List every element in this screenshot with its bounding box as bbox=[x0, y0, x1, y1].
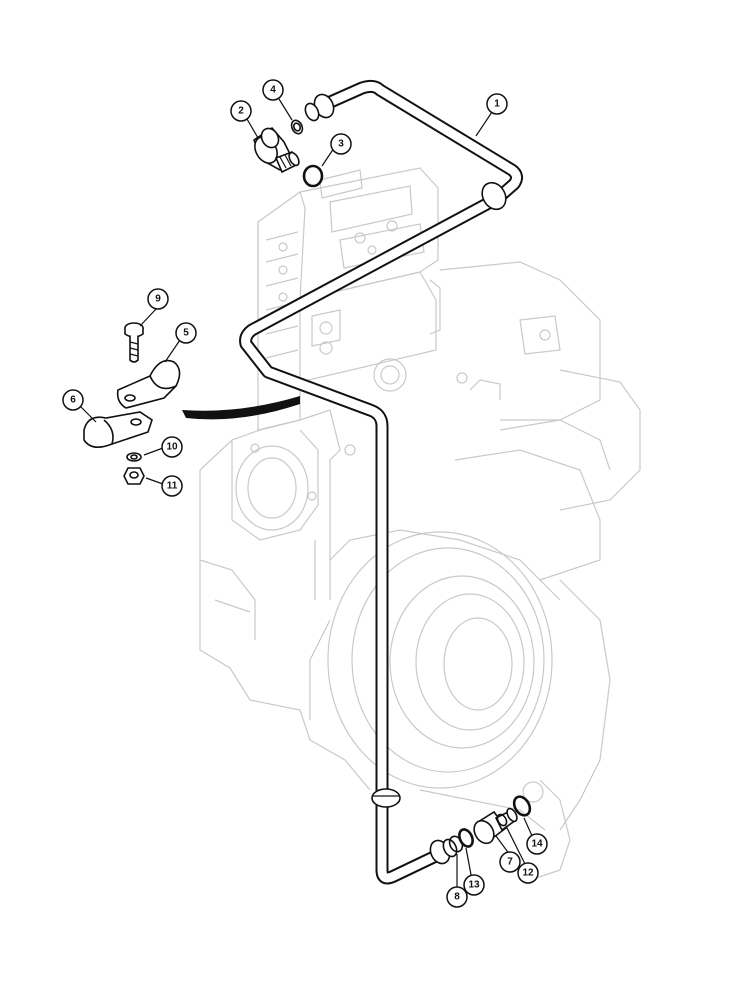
callout-13: 13 bbox=[463, 874, 485, 896]
callout-10: 10 bbox=[161, 436, 183, 458]
callout-11: 11 bbox=[161, 475, 183, 497]
callout-12: 12 bbox=[517, 862, 539, 884]
o-ring-item-3 bbox=[302, 164, 324, 188]
callout-9-label: 9 bbox=[155, 294, 161, 305]
callout-13-label: 13 bbox=[468, 880, 480, 891]
nut-item-11 bbox=[123, 467, 145, 485]
seal-item-12 bbox=[496, 813, 508, 827]
callout-5-label: 5 bbox=[183, 328, 189, 339]
callout-7-label: 7 bbox=[507, 857, 513, 868]
washer-item-10 bbox=[126, 452, 142, 462]
callout-12-label: 12 bbox=[522, 868, 534, 879]
callout-7: 7 bbox=[499, 851, 521, 873]
clamp-item-5 bbox=[116, 359, 181, 409]
adapter-item-7 bbox=[473, 807, 518, 845]
clamp-item-6 bbox=[83, 411, 153, 448]
callout-14-label: 14 bbox=[531, 839, 543, 850]
callout-4-label: 4 bbox=[270, 85, 276, 96]
background-housing bbox=[199, 167, 641, 881]
callout-1-label: 1 bbox=[494, 99, 500, 110]
callout-14: 14 bbox=[526, 833, 548, 855]
callout-5: 5 bbox=[175, 322, 197, 344]
callout-2-label: 2 bbox=[238, 106, 244, 117]
callout-8: 8 bbox=[446, 886, 468, 908]
tube-item-1 bbox=[239, 79, 524, 885]
elbow-fitting-item-2 bbox=[253, 126, 300, 174]
callout-1: 1 bbox=[486, 93, 508, 115]
callout-2: 2 bbox=[230, 100, 252, 122]
callout-6-label: 6 bbox=[70, 395, 76, 406]
callout-10-label: 10 bbox=[166, 442, 178, 453]
seal-item-4 bbox=[290, 119, 304, 135]
callout-3-label: 3 bbox=[338, 139, 344, 150]
callout-9: 9 bbox=[147, 288, 169, 310]
callout-3: 3 bbox=[330, 133, 352, 155]
clamp-location-arrow bbox=[182, 396, 300, 420]
callout-4: 4 bbox=[262, 79, 284, 101]
callout-8-label: 8 bbox=[454, 892, 460, 903]
bolt-item-9 bbox=[124, 322, 144, 363]
callout-11-label: 11 bbox=[167, 481, 178, 492]
o-ring-item-13 bbox=[458, 828, 474, 848]
o-ring-item-14 bbox=[512, 795, 532, 817]
callout-6: 6 bbox=[62, 389, 84, 411]
